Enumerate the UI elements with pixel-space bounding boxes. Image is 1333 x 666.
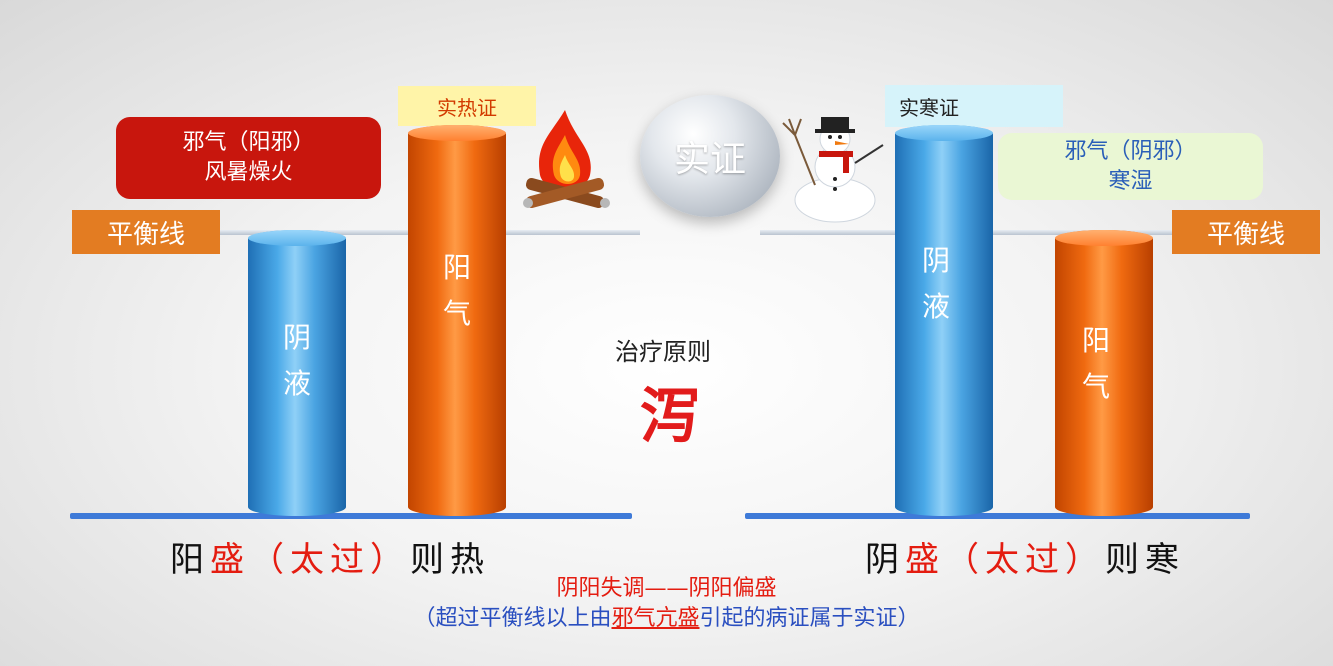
bar-yang-qi-right	[1055, 230, 1153, 516]
pathogen-box-yang: 邪气（阳邪） 风暑燥火	[116, 117, 381, 199]
pathogen-list: 寒湿	[1108, 168, 1153, 194]
baseline-left	[70, 513, 632, 519]
balance-label-left: 平衡线	[72, 210, 220, 254]
footer-text-highlight: 邪气亢盛	[611, 606, 700, 631]
pathogen-title: 邪气（阳邪）	[182, 130, 315, 155]
bar-label-char: 气	[442, 297, 471, 330]
syndrome-label-right: 实寒证	[885, 85, 1063, 127]
bar-label-yin-left: 阴 液	[248, 315, 346, 407]
orb-label: 实证	[673, 139, 746, 180]
caption-suffix: 则热	[410, 540, 490, 580]
bar-label-char: 液	[282, 367, 311, 400]
treatment-character: 泻	[640, 382, 700, 452]
caption-highlight: 盛（太过）	[905, 540, 1105, 580]
bar-label-char: 液	[921, 290, 950, 323]
caption-highlight: 盛（太过）	[210, 540, 410, 580]
bar-yang-qi-left	[408, 125, 506, 516]
bar-label-yin-right: 阴 液	[887, 238, 985, 330]
caption-prefix: 阴	[865, 540, 905, 580]
balance-label-text: 平衡线	[1206, 219, 1285, 250]
pathogen-title: 邪气（阴邪）	[1064, 138, 1197, 164]
caption-suffix: 则寒	[1105, 540, 1185, 580]
caption-right: 阴盛（太过）则寒	[865, 532, 1185, 581]
caption-prefix: 阳	[170, 540, 210, 580]
bar-label-char: 阴	[921, 244, 950, 277]
snowman-icon	[775, 115, 895, 225]
footer-title: 阴阳失调——阴阳偏盛	[556, 576, 777, 601]
bar-label-char: 阳	[442, 251, 471, 284]
syndrome-label-left: 实热证	[398, 86, 536, 126]
bar-label-yang-left: 阳 气	[408, 245, 506, 337]
footer-text-a: （超过平衡线以上由	[413, 606, 612, 631]
bar-label-char: 阳	[1081, 324, 1110, 357]
balance-label-text: 平衡线	[106, 219, 185, 250]
footer-text-c: 引起的病证属于实证）	[699, 606, 920, 631]
bar-yin-fluid-right	[895, 125, 993, 516]
bar-yin-fluid-left	[248, 230, 346, 516]
pathogen-list: 风暑燥火	[204, 160, 293, 185]
bar-label-yang-right: 阳 气	[1047, 318, 1145, 410]
footer-explanation: （超过平衡线以上由邪气亢盛引起的病证属于实证）	[0, 600, 1333, 632]
bar-label-char: 气	[1081, 370, 1110, 403]
syndrome-text: 实寒证	[899, 95, 959, 120]
syndrome-text: 实热证	[437, 95, 497, 120]
baseline-right	[745, 513, 1250, 519]
campfire-icon	[510, 95, 620, 215]
caption-left: 阳盛（太过）则热	[170, 532, 490, 581]
treatment-title: 治疗原则	[615, 338, 711, 366]
balance-label-right: 平衡线	[1172, 210, 1320, 254]
excess-syndrome-orb: 实证	[640, 95, 780, 217]
pathogen-box-yin: 邪气（阴邪） 寒湿	[998, 133, 1263, 200]
bar-label-char: 阴	[282, 321, 311, 354]
